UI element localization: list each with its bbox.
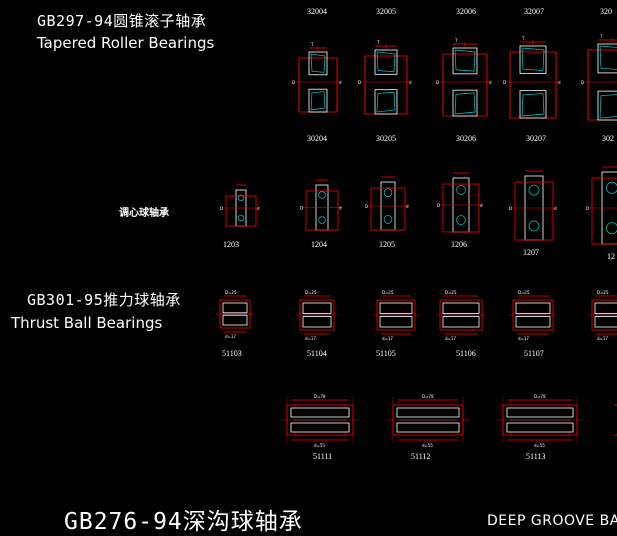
svg-text:D=25: D=25 — [597, 290, 609, 295]
svg-text:D: D — [292, 80, 295, 85]
svg-text:D=78: D=78 — [314, 394, 326, 399]
svg-text:D=78: D=78 — [534, 394, 546, 399]
svg-text:d: d — [480, 203, 483, 208]
svg-text:D: D — [581, 80, 584, 85]
svg-text:D: D — [503, 80, 506, 85]
part-code: 1205 — [379, 240, 395, 249]
deep-groove-title-en: DEEP GROOVE BALL — [487, 513, 617, 529]
svg-text:T: T — [599, 34, 603, 39]
svg-text:D: D — [436, 80, 439, 85]
svg-text:D: D — [300, 206, 303, 211]
self-aligning-title-cn: 调心球轴承 — [119, 208, 169, 219]
part-code: 30205 — [376, 134, 396, 143]
svg-text:D=78: D=78 — [422, 394, 434, 399]
part-code: 51113 — [526, 452, 546, 461]
svg-text:D: D — [358, 80, 361, 85]
part-code: 51105 — [376, 349, 396, 358]
tapered-title-en: Tapered Roller Bearings — [37, 34, 215, 52]
svg-text:D: D — [586, 206, 589, 211]
svg-text:d=17: d=17 — [518, 336, 529, 341]
svg-text:d: d — [339, 80, 342, 85]
part-code: 30207 — [526, 134, 546, 143]
svg-text:d=55: d=55 — [534, 443, 545, 448]
svg-text:D=25: D=25 — [382, 290, 394, 295]
part-code: 51111 — [313, 452, 333, 461]
svg-text:d=17: d=17 — [382, 336, 393, 341]
part-code: 12 — [607, 252, 615, 261]
svg-text:d: d — [406, 204, 409, 209]
svg-text:d: d — [409, 80, 412, 85]
svg-text:T: T — [454, 38, 458, 43]
svg-text:D: D — [437, 203, 440, 208]
svg-text:T: T — [376, 40, 380, 45]
svg-text:D: D — [220, 206, 223, 211]
svg-text:D=25: D=25 — [445, 290, 457, 295]
part-code: 1203 — [223, 240, 239, 249]
svg-text:d=17: d=17 — [597, 336, 608, 341]
part-code: 51104 — [307, 349, 327, 358]
svg-text:D=25: D=25 — [518, 290, 530, 295]
part-code: 51103 — [222, 349, 242, 358]
thrust-title-en: Thrust Ball Bearings — [11, 314, 163, 332]
part-code: 32005 — [376, 7, 396, 16]
svg-text:T: T — [521, 36, 525, 41]
part-code: 30204 — [307, 134, 327, 143]
part-code: 51106 — [456, 349, 476, 358]
svg-text:d: d — [558, 80, 561, 85]
svg-text:D=25: D=25 — [225, 290, 237, 295]
tapered-title-cn: GB297-94圆锥滚子轴承 — [37, 12, 207, 30]
svg-text:d: d — [339, 206, 342, 211]
svg-text:D: D — [365, 204, 368, 209]
svg-text:d=17: d=17 — [445, 336, 456, 341]
svg-text:d=55: d=55 — [422, 443, 433, 448]
svg-text:d=17: d=17 — [225, 334, 236, 339]
deep-groove-title-cn: GB276-94深沟球轴承 — [64, 509, 303, 535]
part-code: 51107 — [524, 349, 544, 358]
svg-text:d: d — [257, 206, 260, 211]
part-code: 32007 — [524, 7, 544, 16]
svg-text:d=55: d=55 — [314, 443, 325, 448]
part-code: 1207 — [523, 248, 539, 257]
part-code: 302 — [602, 134, 614, 143]
part-code: 32006 — [456, 7, 476, 16]
part-code: 1206 — [451, 240, 467, 249]
thrust-title-cn: GB301-95推力球轴承 — [27, 291, 181, 309]
part-code: 1204 — [311, 240, 327, 249]
part-code: 30206 — [456, 134, 476, 143]
svg-text:d: d — [554, 206, 557, 211]
svg-text:d: d — [489, 80, 492, 85]
part-code: 51112 — [411, 452, 431, 461]
svg-text:D: D — [509, 206, 512, 211]
svg-text:D=25: D=25 — [305, 290, 317, 295]
svg-text:d=17: d=17 — [305, 336, 316, 341]
part-code: 32004 — [307, 7, 327, 16]
part-code: 320 — [600, 7, 612, 16]
svg-text:T: T — [310, 42, 314, 47]
